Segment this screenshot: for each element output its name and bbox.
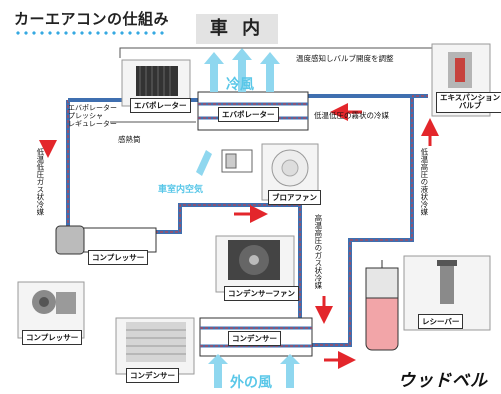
evaporator-photo-label: エバポレーター [130,98,191,113]
condenser-fan-photo [215,235,295,293]
diagram-title: カーエアコンの仕組み [14,10,170,28]
condenser-unit-label: コンデンサー [228,331,281,346]
cabin-air-arrow [196,150,212,176]
low-temp-gas-label: 低温低圧ガス状冷媒 [35,148,45,216]
evap-regulator-note: エバポレーター プレッシャ レギュレーター [68,104,117,129]
flow-arrows [39,103,439,369]
condenser-fan-label: コンデンサーファン [224,286,300,301]
high-temp-liquid-label: 低温高圧の液状冷媒 [419,148,429,216]
valve-note: 温度感知しバルブ開度を調整 [296,54,394,63]
receiver-tank [365,260,399,351]
cabin-air-label: 車室内空気 [158,185,204,195]
condenser-photo [115,317,195,375]
title-underline [14,30,164,36]
compressor-unit-label: コンプレッサー [88,250,149,265]
car-interior-label: 車 内 [196,14,278,44]
cold-air-label: 冷風 [226,77,254,93]
outside-air-arrows [208,354,300,388]
high-temp-gas-label: 高温高圧のガス状冷媒 [313,214,323,289]
outside-air-label: 外の風 [230,375,272,391]
receiver-label: レシーバー [418,314,464,329]
cold-air-arrows [204,48,280,92]
compressor-photo-label: コンプレッサー [22,330,83,345]
condenser-core [199,317,313,357]
blower-fan-label: ブロアファン [268,190,321,205]
low-temp-mist-label: 低温低圧の霧状の冷媒 [314,111,389,120]
brand-logo: ウッドベル [398,371,488,391]
expansion-valve-label: エキスパンション バルブ [436,92,501,113]
evaporator-unit-label: エバポレーター [218,107,279,122]
heat-sensing-tube-label: 感熱筒 [118,135,141,144]
condenser-photo-label: コンデンサー [126,368,179,383]
compressor-unit-drawing [55,225,157,255]
